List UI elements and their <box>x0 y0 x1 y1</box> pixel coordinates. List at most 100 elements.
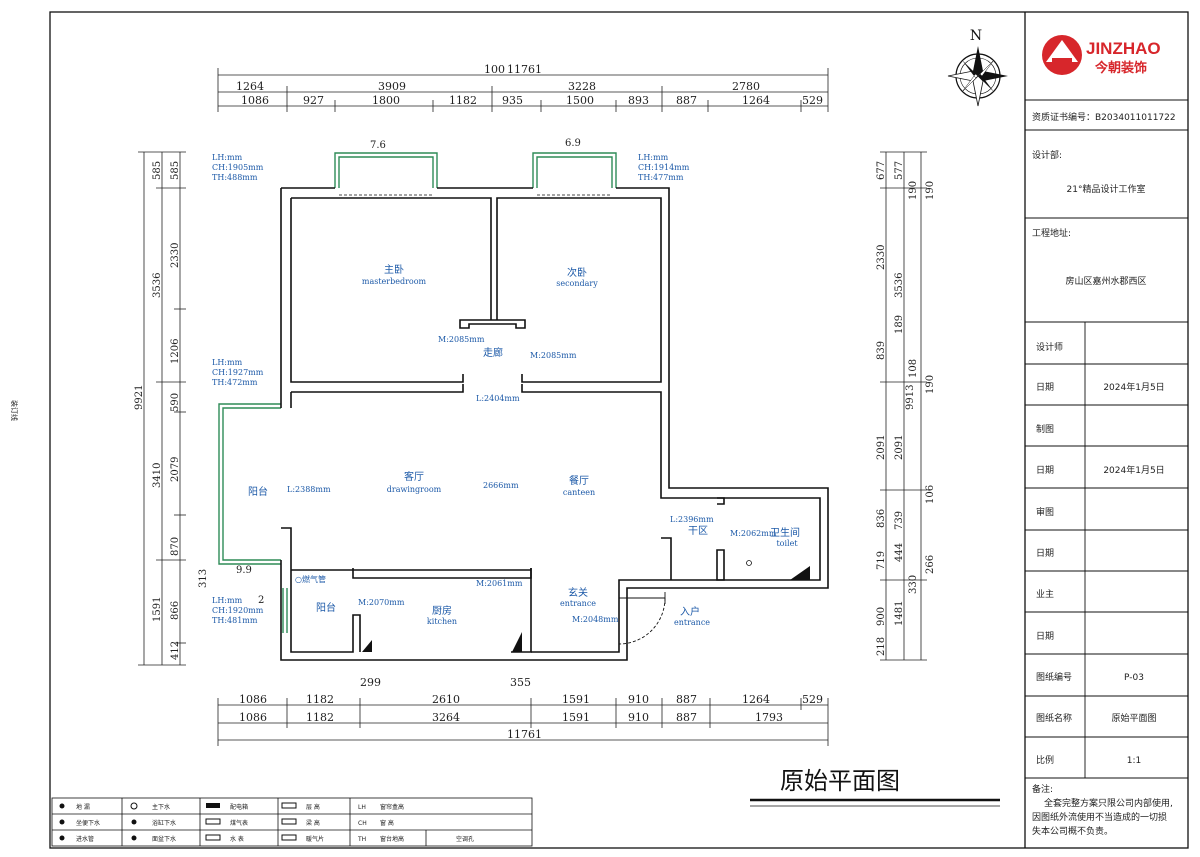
legend-0-4: LH <box>358 804 366 811</box>
door-swing-marks <box>362 566 810 652</box>
measure-m5: M:2061mm <box>476 579 523 588</box>
top-row2-9: 529 <box>802 94 823 107</box>
bottom-row1-2: 2610 <box>432 693 460 706</box>
legend-0-2: 配电箱 <box>230 803 248 811</box>
window-dim-0: 7.6 <box>370 140 386 151</box>
top-row1-3: 2780 <box>732 80 760 93</box>
bottom-extra-0: 299 <box>360 676 381 689</box>
tb-row-2-label: 制图 <box>1036 423 1054 435</box>
bottom-row2-0: 1086 <box>239 711 267 724</box>
top-row2-6: 893 <box>628 94 649 107</box>
left-inner-6: 866 <box>170 601 181 620</box>
svg-text:LH:mm: LH:mm <box>212 153 243 162</box>
measure-m1: M:2085mm <box>438 335 485 344</box>
bottom-row1-6: 1264 <box>742 693 770 706</box>
left-total: 9921 <box>134 385 145 410</box>
measure-l1: L:2404mm <box>476 394 520 403</box>
top-row2-7: 887 <box>676 94 697 107</box>
right-a-6: 900 <box>876 607 887 626</box>
bottom-row1-5: 887 <box>676 693 697 706</box>
tb-row-6-label: 业主 <box>1036 588 1054 600</box>
right-dimension-lines <box>880 151 927 661</box>
north-arrow-icon: N <box>947 28 1008 107</box>
right-b-0: 577 <box>894 161 905 180</box>
svg-text:CH:1914mm: CH:1914mm <box>638 163 690 172</box>
measure-m3: M:2062mm <box>730 529 777 538</box>
left-inner-0: 585 <box>170 161 181 180</box>
left-inner-1: 2330 <box>170 243 181 268</box>
left-dimension-lines <box>138 151 186 666</box>
left-outer-1: 3536 <box>152 273 163 298</box>
measure-l4: L:2396mm <box>670 515 714 524</box>
legend-2-4: TH <box>357 836 366 843</box>
legend-2-5: 窗台地高 <box>380 835 404 843</box>
tb-row-7-label: 日期 <box>1036 631 1054 642</box>
legend-1-1: 浴缸下水 <box>152 819 176 827</box>
legend-symbols <box>59 802 297 841</box>
bottom-extra-1: 355 <box>510 676 531 689</box>
bottom-row1-0: 1086 <box>239 693 267 706</box>
right-a-1: 2330 <box>876 245 887 270</box>
window-dim-2: 9.9 <box>236 565 252 576</box>
dept-value: 21°精品设计工作室 <box>1067 183 1146 195</box>
svg-text:TH:481mm: TH:481mm <box>212 616 258 625</box>
window-bays <box>218 152 617 633</box>
top-row2-4: 935 <box>502 94 523 107</box>
right-total: 9913 <box>905 385 916 410</box>
top-total: 11761 <box>507 63 542 76</box>
right-c-2: 106 <box>925 485 936 504</box>
svg-text:JINZHAO: JINZHAO <box>1086 39 1161 58</box>
tb-row-5-label: 日期 <box>1036 548 1054 559</box>
bottom-row1-1: 1182 <box>306 693 334 706</box>
right-c-1: 190 <box>925 375 936 394</box>
svg-text:N: N <box>970 28 982 44</box>
room-dining-cn: 餐厅 <box>569 474 589 487</box>
tb-row-0-label: 设计师 <box>1036 341 1063 353</box>
svg-text:TH:472mm: TH:472mm <box>212 378 258 387</box>
legend-2-1: 面盆下水 <box>152 835 176 843</box>
left-outer-2: 3410 <box>152 463 163 488</box>
tb-row-10-label: 比例 <box>1036 754 1054 766</box>
right-d-0: 190 <box>908 181 919 200</box>
tb-row-10-value: 1:1 <box>1127 756 1141 766</box>
legend-0-5: 窗帘盒高 <box>380 803 404 811</box>
room-living-cn: 客厅 <box>404 470 424 483</box>
top-row2-0: 1086 <box>241 94 269 107</box>
room-gas: ○燃气管 <box>295 574 326 584</box>
room-second-cn: 次卧 <box>567 266 587 279</box>
svg-text:LH:mm: LH:mm <box>212 358 243 367</box>
room-master-en: masterbedroom <box>362 277 427 286</box>
tb-row-3-value: 2024年1月5日 <box>1103 464 1164 476</box>
legend-2-0: 进水管 <box>76 835 94 843</box>
room-entry-cn: 入户 <box>680 605 700 618</box>
top-row2-5: 1500 <box>566 94 594 107</box>
svg-text:LH:mm: LH:mm <box>638 153 669 162</box>
left-inner-4: 2079 <box>170 457 181 482</box>
window-note-3: LH:mm CH:1927mm TH:472mm <box>212 358 264 387</box>
bottom-row1-7: 529 <box>802 693 823 706</box>
svg-text:CH:1927mm: CH:1927mm <box>212 368 264 377</box>
bottom-total: 11761 <box>507 728 542 741</box>
tb-row-3-label: 日期 <box>1036 465 1054 476</box>
svg-text:CH:1905mm: CH:1905mm <box>212 163 264 172</box>
left-inner-5: 870 <box>170 537 181 556</box>
right-a-5: 719 <box>876 551 887 570</box>
legend-1-2: 煤气表 <box>230 819 248 827</box>
svg-text:TH:488mm: TH:488mm <box>212 173 258 182</box>
window-note-1: LH:mm CH:1905mm TH:488mm <box>212 153 264 182</box>
right-a-4: 836 <box>876 509 887 528</box>
remark-label: 备注: <box>1032 783 1053 795</box>
window-note-4: LH:mm CH:1920mm TH:481mm <box>212 596 264 625</box>
room-corridor-cn: 走廊 <box>483 346 503 359</box>
right-d-1: 108 <box>908 359 919 378</box>
top-dimension-lines <box>217 68 829 112</box>
title-block-grid <box>1025 99 1188 779</box>
tb-row-1-value: 2024年1月5日 <box>1103 381 1164 393</box>
measure-m2: M:2085mm <box>530 351 577 360</box>
right-b-3: 2091 <box>894 435 905 460</box>
left-inner-7: 412 <box>170 641 181 660</box>
bottom-row2-2: 3264 <box>432 711 460 724</box>
right-b-6: 1481 <box>894 601 905 626</box>
svg-text:今朝装饰: 今朝装饰 <box>1094 60 1147 76</box>
room-living-en: drawingroom <box>387 485 442 494</box>
